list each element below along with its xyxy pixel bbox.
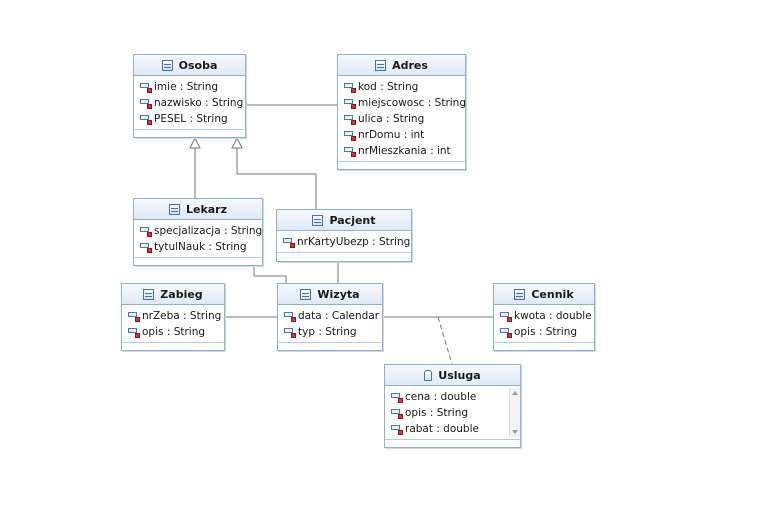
class-header: Wizyta: [278, 284, 382, 305]
attribute[interactable]: nazwisko : String: [134, 95, 245, 111]
attribute[interactable]: opis : String: [122, 324, 224, 340]
class-name: Wizyta: [317, 287, 360, 301]
class-name: Lekarz: [185, 202, 228, 216]
attribute[interactable]: kod : String: [338, 79, 465, 95]
attribute-compartment: cena : double opis : String rabat : doub…: [385, 386, 520, 440]
scroll-up-arrow-icon[interactable]: [512, 391, 518, 395]
private-attribute-icon: [140, 98, 152, 109]
private-attribute-icon: [344, 130, 356, 141]
attribute-compartment: specjalizacja : String tytulNauk : Strin…: [134, 220, 262, 258]
operation-compartment: [385, 440, 520, 450]
class-pacjent[interactable]: Pacjent nrKartyUbezp : String: [276, 209, 412, 262]
attribute-compartment: nrZeba : String opis : String: [122, 305, 224, 343]
attribute[interactable]: nrZeba : String: [122, 308, 224, 324]
private-attribute-icon: [283, 237, 295, 248]
generalization-arrowhead: [231, 136, 243, 149]
private-attribute-icon: [500, 327, 512, 338]
class-name: Adres: [392, 58, 428, 72]
class-icon: [312, 214, 324, 226]
private-attribute-icon: [500, 311, 512, 322]
attribute-compartment: data : Calendar typ : String: [278, 305, 382, 343]
operation-compartment: [134, 130, 245, 140]
generalization-pacjent-osoba: [236, 148, 317, 209]
attribute[interactable]: opis : String: [494, 324, 594, 340]
attribute-compartment: kwota : double opis : String: [494, 305, 594, 343]
association-class-link-usluga: [437, 316, 453, 365]
private-attribute-icon: [344, 146, 356, 157]
attribute[interactable]: typ : String: [278, 324, 382, 340]
private-attribute-icon: [128, 311, 140, 322]
class-name: Pacjent: [329, 213, 376, 227]
attribute[interactable]: data : Calendar: [278, 308, 382, 324]
private-attribute-icon: [140, 242, 152, 253]
class-header: Lekarz: [134, 199, 262, 220]
attribute[interactable]: miejscowosc : String: [338, 95, 466, 111]
attribute[interactable]: PESEL : String: [134, 111, 245, 127]
operation-compartment: [338, 162, 465, 172]
class-wizyta[interactable]: Wizyta data : Calendar typ : String: [277, 283, 383, 351]
association-lekarz-wizyta: [253, 266, 287, 283]
attribute-compartment: nrKartyUbezp : String: [277, 231, 411, 253]
generalization-arrowhead: [189, 136, 201, 149]
private-attribute-icon: [284, 327, 296, 338]
class-header: Usluga: [385, 365, 520, 386]
attribute[interactable]: specjalizacja : String: [134, 223, 262, 239]
private-attribute-icon: [128, 327, 140, 338]
operation-compartment: [134, 258, 262, 268]
private-attribute-icon: [344, 98, 356, 109]
private-attribute-icon: [391, 392, 403, 403]
class-name: Cennik: [531, 287, 574, 301]
class-lekarz[interactable]: Lekarz specjalizacja : String tytulNauk …: [133, 198, 263, 266]
attribute[interactable]: opis : String: [385, 405, 520, 421]
class-name: Zabieg: [160, 287, 203, 301]
class-icon: [514, 288, 526, 300]
association-class-icon: [424, 369, 433, 381]
class-cennik[interactable]: Cennik kwota : double opis : String: [493, 283, 595, 351]
private-attribute-icon: [391, 408, 403, 419]
class-icon: [168, 203, 180, 215]
operation-compartment: [494, 343, 594, 353]
class-usluga[interactable]: Usluga cena : double opis : String rabat…: [384, 364, 521, 448]
operation-compartment: [277, 253, 411, 263]
attribute[interactable]: nrMieszkania : int: [338, 143, 465, 159]
operation-compartment: [122, 343, 224, 353]
attribute-compartment: kod : String miejscowosc : String ulica …: [338, 76, 466, 162]
class-icon: [161, 59, 173, 71]
attribute[interactable]: cena : double: [385, 389, 520, 405]
attribute[interactable]: imie : String: [134, 79, 245, 95]
private-attribute-icon: [284, 311, 296, 322]
attribute[interactable]: nrDomu : int: [338, 127, 465, 143]
private-attribute-icon: [140, 82, 152, 93]
attribute[interactable]: kwota : double: [494, 308, 594, 324]
class-icon: [300, 288, 312, 300]
class-adres[interactable]: Adres kod : String miejscowosc : String …: [337, 54, 466, 170]
attribute[interactable]: tytulNauk : String: [134, 239, 262, 255]
private-attribute-icon: [140, 114, 152, 125]
class-name: Usluga: [438, 368, 481, 382]
attribute-compartment: imie : String nazwisko : String PESEL : …: [134, 76, 245, 130]
operation-compartment: [278, 343, 382, 353]
class-osoba[interactable]: Osoba imie : String nazwisko : String PE…: [133, 54, 246, 138]
attribute[interactable]: rabat : double: [385, 421, 520, 437]
scroll-down-arrow-icon[interactable]: [512, 430, 518, 434]
class-header: Zabieg: [122, 284, 224, 305]
class-icon: [143, 288, 155, 300]
compartment-scrollbar[interactable]: [509, 388, 520, 437]
class-header: Cennik: [494, 284, 594, 305]
class-icon: [375, 59, 387, 71]
attribute[interactable]: ulica : String: [338, 111, 465, 127]
private-attribute-icon: [344, 114, 356, 125]
class-header: Adres: [338, 55, 465, 76]
class-zabieg[interactable]: Zabieg nrZeba : String opis : String: [121, 283, 225, 351]
class-header: Osoba: [134, 55, 245, 76]
attribute[interactable]: nrKartyUbezp : String: [277, 234, 411, 250]
class-name: Osoba: [178, 58, 218, 72]
private-attribute-icon: [391, 424, 403, 435]
class-header: Pacjent: [277, 210, 411, 231]
private-attribute-icon: [140, 226, 152, 237]
private-attribute-icon: [344, 82, 356, 93]
